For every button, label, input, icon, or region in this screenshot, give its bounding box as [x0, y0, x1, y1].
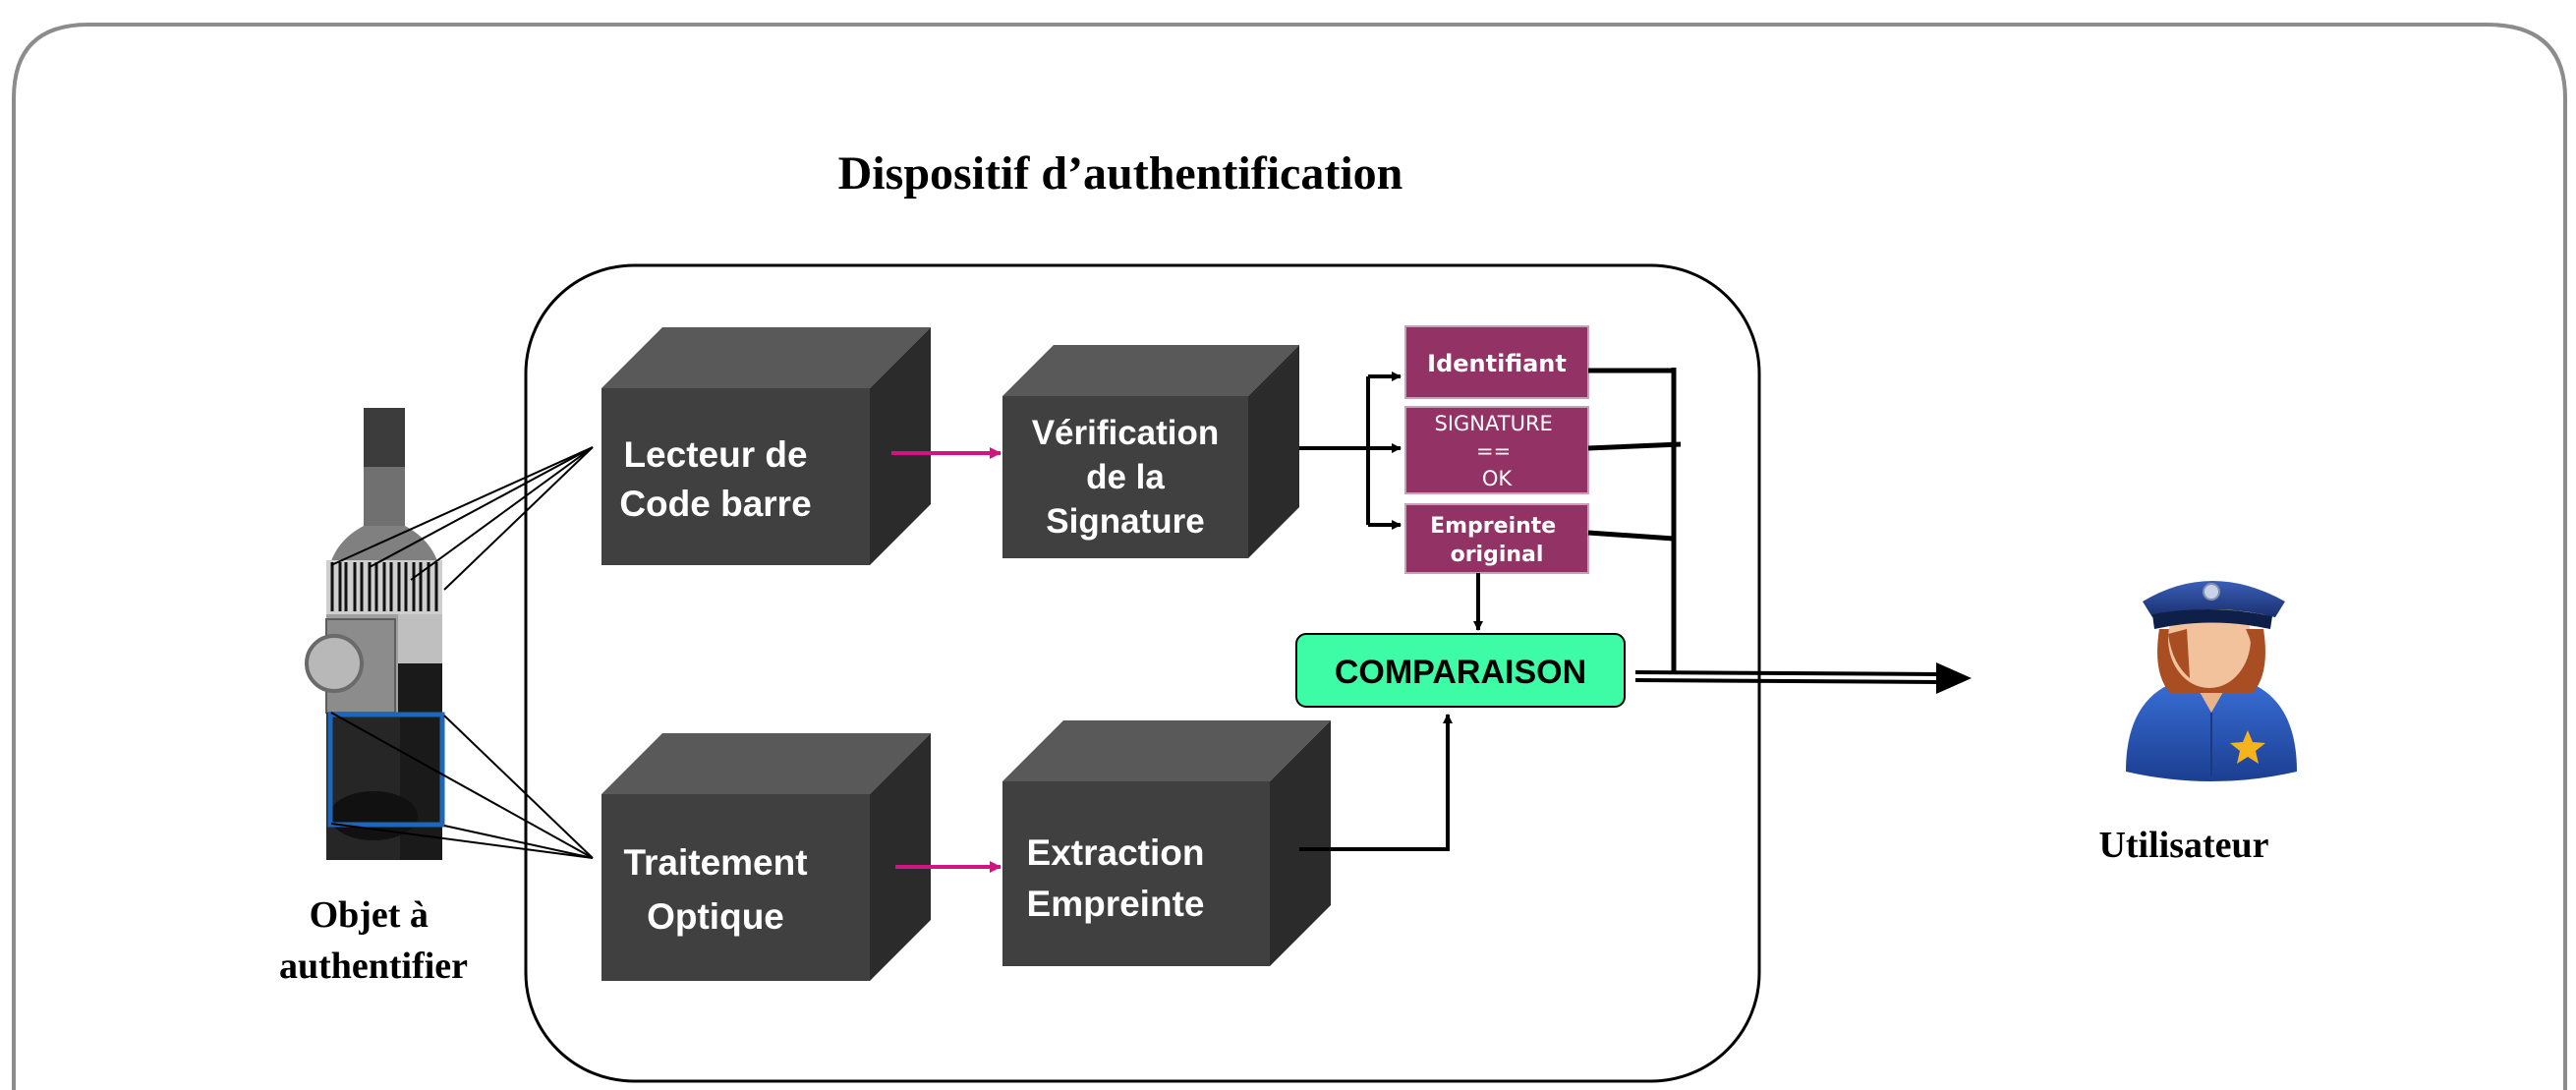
outputs-bus [1587, 368, 1682, 673]
sample-area-highlight [327, 712, 445, 828]
svg-text:Identifiant: Identifiant [1427, 350, 1567, 377]
slide-frame [12, 23, 2567, 1090]
barcode-pattern [330, 562, 438, 611]
user-label: Utilisateur [2098, 825, 2268, 866]
bottle-object [305, 408, 445, 860]
signature-ok-box: SIGNATURE == OK [1404, 406, 1589, 494]
verification-branch-arrows [1299, 372, 1402, 530]
svg-text:SIGNATURE == OK: SIGNATURE == OK [1435, 412, 1560, 490]
diagram-title: Dispositif d’authentification [838, 147, 1403, 200]
svg-text:Empreinte original: Empreinte original [1430, 514, 1564, 567]
police-officer-icon [2126, 581, 2297, 781]
object-label: Objet à authentifier [279, 894, 468, 987]
capture-rays [330, 446, 594, 859]
comparison-box: COMPARAISON [1295, 633, 1626, 708]
arrow-extraction-to-comparison [1299, 714, 1453, 851]
original-print-box: Empreinte original [1404, 503, 1589, 574]
arrow-comparison-to-user [1634, 662, 1972, 694]
svg-text:COMPARAISON: COMPARAISON [1335, 654, 1586, 691]
identifier-box: Identifiant [1404, 325, 1589, 399]
